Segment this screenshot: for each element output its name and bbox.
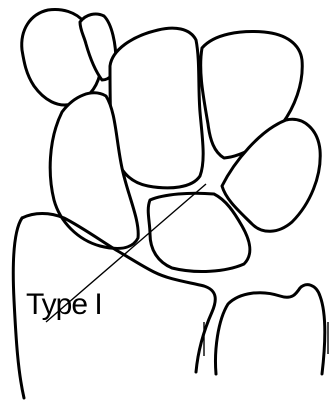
ulna-outline (216, 285, 325, 374)
type-label: Type I (26, 288, 102, 321)
capitate-bone (110, 28, 203, 188)
